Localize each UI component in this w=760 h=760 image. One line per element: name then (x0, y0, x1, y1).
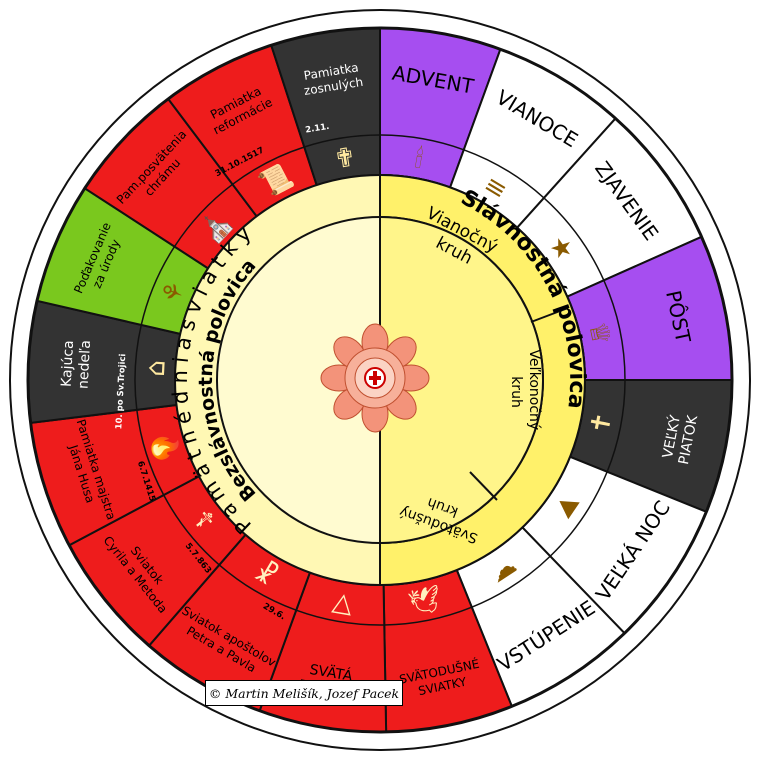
segment-band-divider (232, 146, 305, 185)
memorial-candles-icon: ✟ (332, 142, 358, 175)
dove-icon: 🕊 (406, 583, 444, 619)
segment-band-divider (295, 609, 385, 626)
segment-pamiatka-reformácie: Pamiatkareformácie📜31.10.1517 (166, 43, 318, 218)
svg-text:⌂: ⌂ (141, 359, 172, 377)
segment-date: 10. po Sv.Trojici (114, 353, 128, 429)
segment-band-divider (463, 149, 545, 199)
outer-segments: ADVENT🕯VIANOCE≡ZJAVENIE★PÔST♕VEĽKÝPIATOK… (27, 26, 734, 733)
segment-band-divider (163, 494, 220, 566)
segment-label: Kajúcanedeľa (59, 339, 95, 389)
segment-sviatok-cyrila-a-metoda: SviatokCyrila a Metoda☦5.7.863 (67, 474, 247, 648)
segment-band-divider (471, 555, 551, 608)
segment-pam-posvätenia-chrámu: Pam.posväteniachrámu⛪ (83, 97, 259, 270)
svg-text:△: △ (330, 586, 355, 619)
luther-seal-icon (320, 323, 430, 433)
segment-date: 2.11. (305, 122, 330, 136)
segment-band-divider (384, 606, 473, 626)
segment-band-divider (136, 409, 165, 496)
velkonocny-separator (469, 471, 498, 501)
segment-band-divider (606, 379, 626, 473)
segment-band-divider (304, 134, 381, 148)
segment-band-divider (218, 564, 297, 611)
segment-vstúpenie: VSTÚPENIE☁ (455, 526, 626, 708)
segment-band-divider (140, 246, 176, 326)
segment-band-divider (134, 324, 143, 410)
trinity-icon: △ (330, 586, 355, 619)
vianocny-separator (530, 307, 569, 323)
segment-band-divider (543, 197, 605, 281)
svg-text:🕊: 🕊 (406, 583, 444, 619)
segment-sviatok-apoštolov-petra-a-pavla: Sviatok apoštolovPetra a Pavla☧29.6. (147, 533, 312, 713)
outer-rim (26, 26, 734, 734)
segment-pamiatka-majstra-jána-husa: Pamiatka majstraJána Husa🔥6.7.1415 (29, 403, 201, 547)
ruins-icon: ⌂ (141, 359, 172, 377)
outer-white-border (9, 9, 751, 751)
segment-band-divider (603, 280, 626, 381)
segment-poďakovanie-za-úrody: Poďakovanieza úrody⚘ (35, 186, 210, 336)
segment-band-divider (173, 183, 234, 247)
velkonocny-kruh-label: Veľkonočný kruh (508, 349, 542, 434)
segment-svätodušné-sviatky: SVÄTODUŠNÉSVIATKY🕊 (382, 568, 514, 733)
svg-text:✟: ✟ (332, 142, 358, 175)
segment-band-divider (379, 134, 465, 151)
right-inner-half (379, 215, 544, 545)
segment-kajúca-nedeľa: Kajúcanedeľa ⌂ 10. po Sv.Trojici (27, 299, 182, 430)
copyright-notice: © Martin Melišík, Jozef Pacek (205, 680, 403, 706)
segment-band-divider (549, 471, 608, 557)
